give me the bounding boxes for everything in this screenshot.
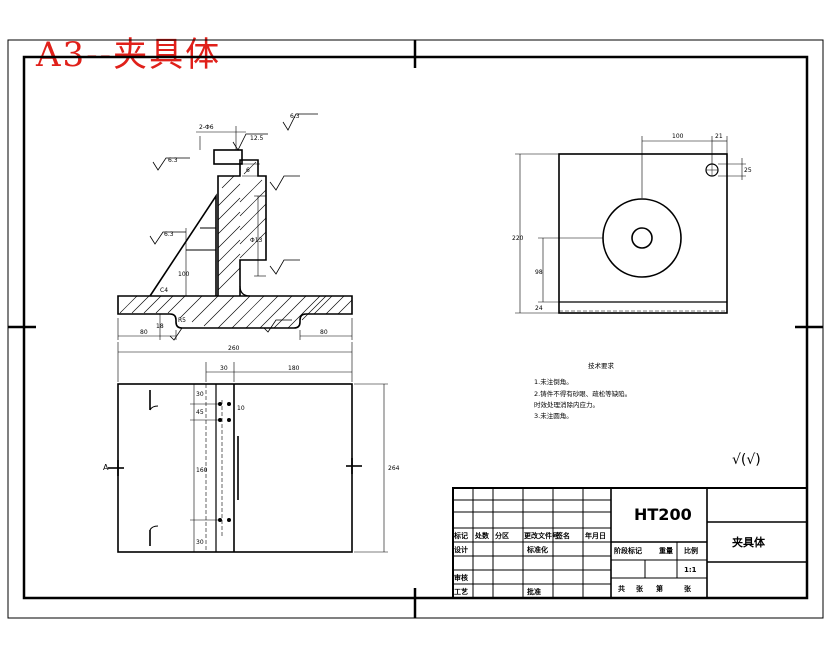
dim-front-mid: 100 <box>178 271 190 278</box>
tb-scale-label: 比例 <box>684 546 698 555</box>
tb-stage-label: 阶段标记 <box>614 546 642 555</box>
dim-plan-30: 30 <box>196 391 204 398</box>
tb-approve-label: 批准 <box>527 587 541 596</box>
tb-col-label-2: 更改文件号 <box>524 531 559 540</box>
dim-plan-height: 264 <box>388 465 400 472</box>
material-label: HT200 <box>634 505 692 524</box>
side-view <box>558 153 728 314</box>
section-hatching <box>119 161 353 329</box>
view-label-a: A <box>103 463 109 472</box>
dim-plan-45: 45 <box>196 409 204 416</box>
tech-requirements: 技术要求 1.未注倒角。 2.铸件不得有砂眼、疏松等缺陷。 时效处理消除内应力。… <box>534 361 631 420</box>
dim-plan-hole: 10 <box>237 405 245 412</box>
dim-side-24: 24 <box>535 305 543 312</box>
tb-row-label-0: 标记 <box>453 531 468 540</box>
dim-plan-30b: 30 <box>196 539 204 546</box>
front-section-view <box>117 149 353 329</box>
plan-view-markers <box>108 458 362 476</box>
roughness-label-3: 6.3 <box>168 157 178 164</box>
dim-side-21: 21 <box>715 133 723 140</box>
side-dim-text: 100 21 25 220 98 24 <box>512 133 752 312</box>
tb-std-label: 标准化 <box>526 545 548 554</box>
plan-holes <box>218 402 231 522</box>
tb-row-label-2: 审核 <box>454 573 468 582</box>
plan-dim-text: 260 30 180 264 30 45 160 30 10 A <box>103 345 400 546</box>
roughness-label-1: 6.3 <box>290 113 300 120</box>
roughness-note: √(√) <box>732 452 761 468</box>
dim-front-top-gap: 6 <box>246 167 250 174</box>
dim-plan-offset-a: 30 <box>220 365 228 372</box>
plan-view <box>117 383 353 553</box>
tb-sheets-label: 张 <box>636 584 644 593</box>
front-dim-text: 2-Φ6 80 80 18 R5 C4 Φ13 100 6 6.3 12.5 6… <box>140 113 328 336</box>
sheet-title: A3--夹具体 <box>36 35 222 75</box>
dim-side-220: 220 <box>512 235 524 242</box>
tb-col-label-3: 签名 <box>555 531 570 540</box>
tb-sheets-label-2: 张 <box>684 584 692 593</box>
tb-col-label-0: 处数 <box>474 531 490 540</box>
dim-plan-offset-b: 180 <box>288 365 300 372</box>
centering-marks <box>8 40 823 618</box>
title-block <box>452 487 808 599</box>
tb-page-label: 第 <box>656 584 663 593</box>
front-dimensions <box>117 126 353 340</box>
tech-req-heading: 技术要求 <box>588 361 615 370</box>
title-block-text: HT200 夹具体 标记 设计 审核 工艺 处数 分区 更改文件号 签名 年月日… <box>453 505 766 596</box>
side-dimensions <box>515 136 746 314</box>
roughness-label-2: 12.5 <box>250 135 264 142</box>
dim-side-25: 25 <box>744 167 752 174</box>
roughness-symbols-front <box>149 113 318 341</box>
tech-req-item-1: 1.未注倒角。 <box>534 377 573 386</box>
outer-frame <box>7 39 824 619</box>
dim-plan-160: 160 <box>196 467 208 474</box>
dim-side-100: 100 <box>672 133 684 140</box>
dim-front-left-flange: 80 <box>140 329 148 336</box>
tb-weight-label: 重量 <box>659 546 673 555</box>
part-name: 夹具体 <box>732 535 766 549</box>
tb-row-label-3: 工艺 <box>454 587 468 596</box>
dim-front-slot: 2-Φ6 <box>199 124 214 131</box>
dim-front-upright: Φ13 <box>250 237 263 244</box>
roughness-label-4: 6.3 <box>164 231 174 238</box>
tech-req-item-4: 3.未注圆角。 <box>534 411 573 420</box>
tech-req-item-2: 2.铸件不得有砂眼、疏松等缺陷。 <box>534 389 631 398</box>
tb-total-label: 共 <box>618 584 625 593</box>
tb-scale-value: 1:1 <box>684 566 697 574</box>
dim-front-right-flange: 80 <box>320 329 328 336</box>
tb-col-label-1: 分区 <box>495 531 509 540</box>
dim-side-98: 98 <box>535 269 543 276</box>
tb-row-label-1: 设计 <box>454 545 468 554</box>
tb-col-label-4: 年月日 <box>585 531 606 540</box>
dim-front-chamfer: C4 <box>160 287 168 294</box>
dim-front-radius: R5 <box>178 317 186 324</box>
tech-req-item-3: 时效处理消除内应力。 <box>534 400 599 409</box>
plan-dimensions <box>117 342 388 553</box>
dim-plan-overall: 260 <box>228 345 240 352</box>
dim-front-base-thick: 18 <box>156 323 164 330</box>
